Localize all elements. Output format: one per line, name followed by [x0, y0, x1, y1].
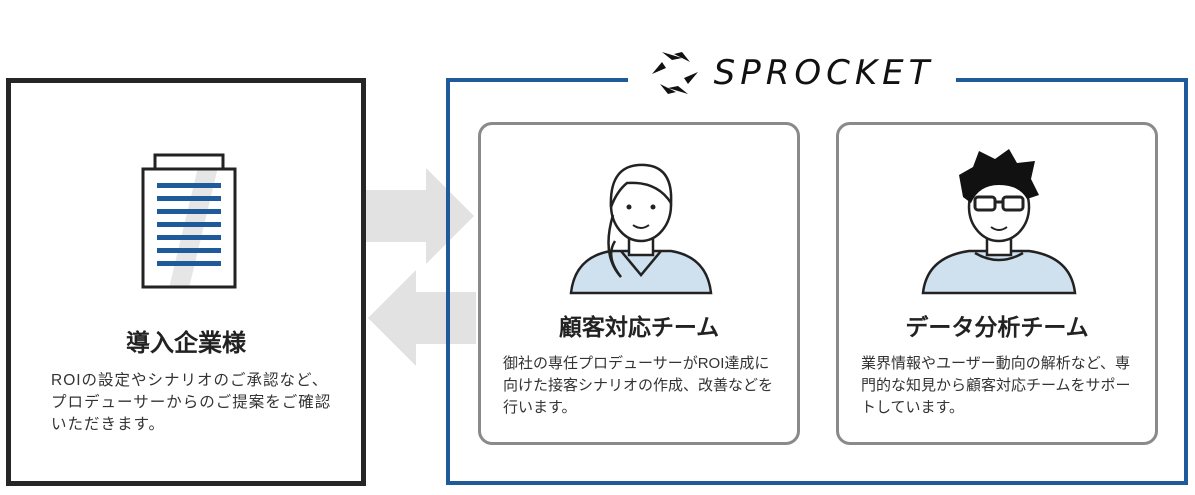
female-staff-avatar-icon: [569, 163, 713, 295]
client-title: 導入企業様: [126, 330, 246, 357]
team-title: データ分析チーム: [905, 314, 1089, 340]
client-company-box: 導入企業様 ROIの設定やシナリオのご承認など、プロデューサーからのご提案をご確…: [6, 78, 366, 486]
customer-support-team-card: 顧客対応チーム 御社の専任プロデューサーがROI達成に向けた接客シナリオの作成、…: [478, 122, 800, 445]
team-title: 顧客対応チーム: [558, 314, 720, 340]
sprocket-logo-text: SPROCKET: [713, 53, 935, 93]
team-description: 業界情報やユーザー動向の解析など、専門的な知見から顧客対応チームをサポートしてい…: [861, 355, 1131, 416]
team-description: 御社の専任プロデューサーがROI達成に向けた接客シナリオの作成、改善などを行いま…: [503, 355, 774, 416]
sprocket-logo-icon: [651, 52, 698, 94]
data-analysis-team-card: データ分析チーム 業界情報やユーザー動向の解析など、専門的な知見から顧客対応チー…: [836, 122, 1158, 445]
male-staff-avatar-icon: [921, 149, 1077, 295]
client-description: ROIの設定やシナリオのご承認など、プロデューサーからのご提案をご確認いただきま…: [51, 372, 332, 433]
sprocket-logo: SPROCKET: [628, 48, 956, 98]
document-icon: [141, 153, 237, 289]
